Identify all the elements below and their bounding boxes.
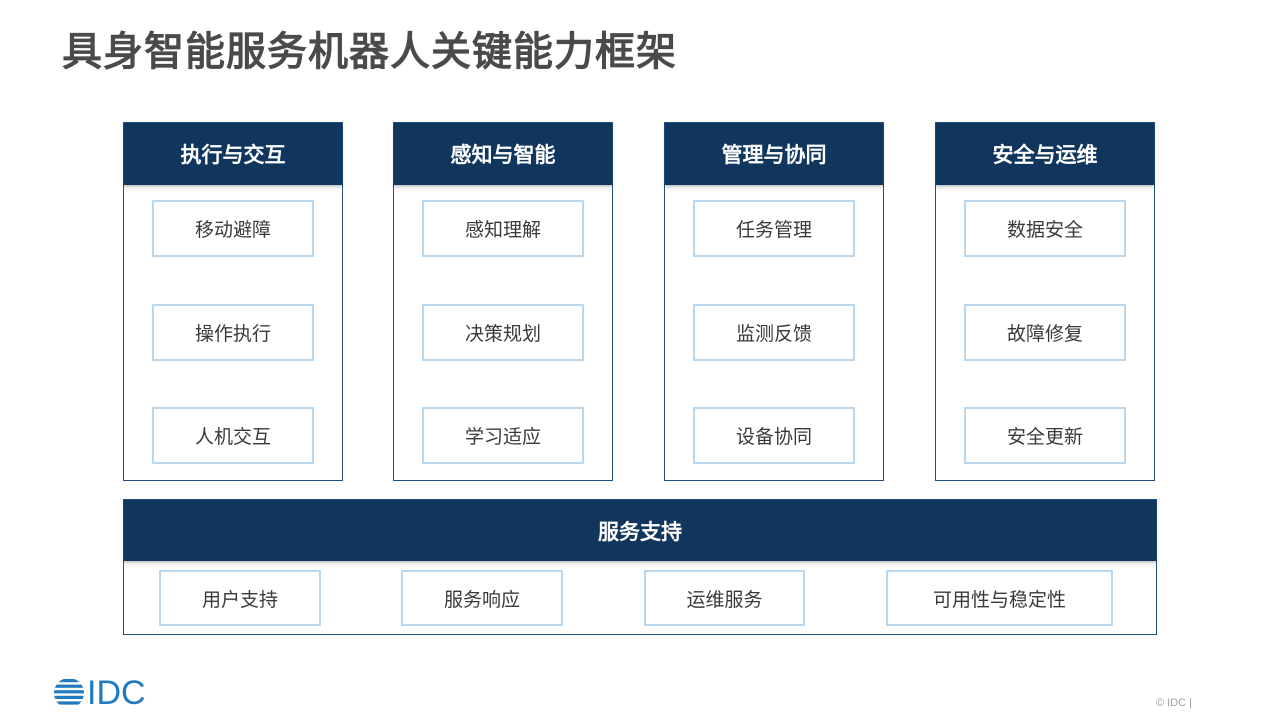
capability-box: 感知理解 — [422, 200, 584, 257]
page-title: 具身智能服务机器人关键能力框架 — [62, 29, 677, 75]
service-header: 服务支持 — [124, 500, 1156, 561]
capability-box: 安全更新 — [964, 407, 1126, 464]
capability-box: 设备协同 — [693, 407, 855, 464]
service-box: 服务响应 — [401, 570, 563, 626]
column-header: 管理与协同 — [665, 123, 883, 185]
service-box: 用户支持 — [159, 570, 321, 626]
column-perception-intelligence: 感知与智能 感知理解 决策规划 学习适应 — [393, 122, 613, 481]
capability-box: 故障修复 — [964, 304, 1126, 361]
idc-globe-icon — [54, 679, 84, 705]
capability-box: 数据安全 — [964, 200, 1126, 257]
idc-logo: IDC — [53, 676, 146, 710]
service-support-band: 服务支持 用户支持 服务响应 运维服务 可用性与稳定性 — [123, 499, 1157, 635]
column-header: 安全与运维 — [936, 123, 1154, 185]
capability-box: 人机交互 — [152, 407, 314, 464]
column-execution-interaction: 执行与交互 移动避障 操作执行 人机交互 — [123, 122, 343, 481]
capability-box: 监测反馈 — [693, 304, 855, 361]
column-header: 执行与交互 — [124, 123, 342, 185]
service-box: 可用性与稳定性 — [886, 570, 1113, 626]
logo-text: IDC — [87, 674, 146, 712]
capability-box: 决策规划 — [422, 304, 584, 361]
capability-box: 移动避障 — [152, 200, 314, 257]
footer-copyright: © IDC | — [1155, 697, 1192, 709]
service-box: 运维服务 — [644, 570, 805, 626]
column-header: 感知与智能 — [394, 123, 612, 185]
column-security-operations: 安全与运维 数据安全 故障修复 安全更新 — [935, 122, 1155, 481]
column-management-coordination: 管理与协同 任务管理 监测反馈 设备协同 — [664, 122, 884, 481]
capability-box: 任务管理 — [693, 200, 855, 257]
capability-box: 学习适应 — [422, 407, 584, 464]
capability-box: 操作执行 — [152, 304, 314, 361]
